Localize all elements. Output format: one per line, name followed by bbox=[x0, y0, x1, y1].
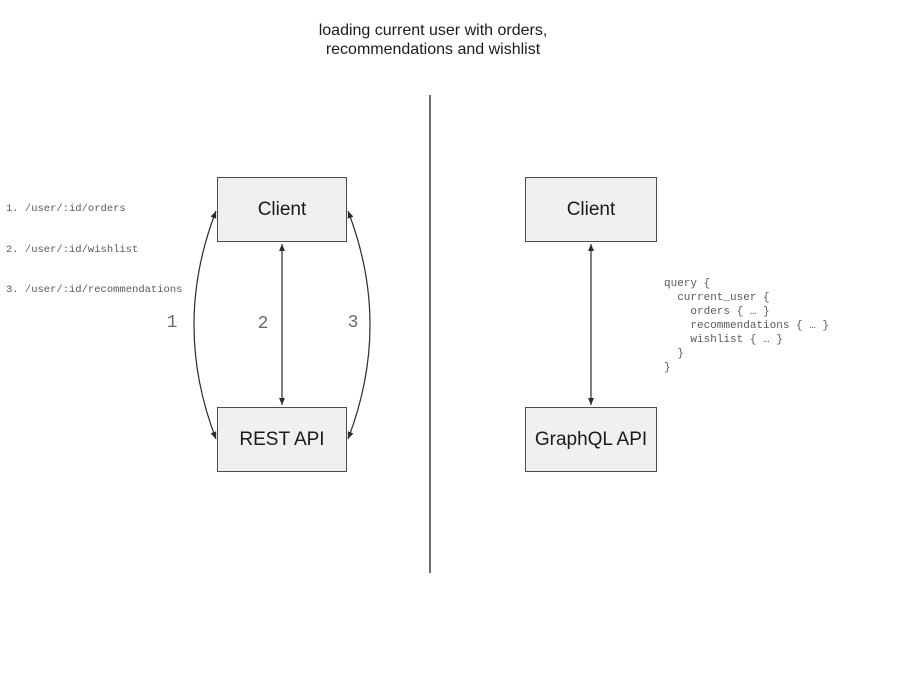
graphql-query-code: query { current_user { orders { … } reco… bbox=[664, 278, 830, 374]
panel-divider-line bbox=[429, 95, 431, 573]
rest-arrow-3-curve bbox=[347, 210, 371, 440]
graphql-api-label: GraphQL API bbox=[534, 428, 648, 450]
diagram-title: loading current user with orders, recomm… bbox=[183, 21, 683, 59]
rest-endpoint-orders: 1. /user/:id/orders bbox=[6, 203, 126, 215]
graphql-client-box: Client bbox=[525, 177, 657, 242]
arrow-label-3: 3 bbox=[347, 313, 359, 333]
diagram-title-line2: recommendations and wishlist bbox=[325, 41, 541, 58]
rest-arrow-1-curve bbox=[193, 210, 217, 440]
arrow-label-2: 2 bbox=[257, 314, 269, 334]
rest-endpoint-recommendations: 3. /user/:id/recommendations bbox=[6, 284, 183, 296]
rest-client-box: Client bbox=[217, 177, 347, 242]
graphql-api-box: GraphQL API bbox=[525, 407, 657, 472]
arrow-label-1: 1 bbox=[166, 313, 178, 333]
diagram-title-line1: loading current user with orders, bbox=[318, 22, 548, 39]
rest-api-box: REST API bbox=[217, 407, 347, 472]
rest-endpoint-wishlist: 2. /user/:id/wishlist bbox=[6, 243, 139, 256]
graphql-client-label: Client bbox=[566, 198, 616, 220]
rest-client-label: Client bbox=[257, 198, 307, 220]
rest-endpoints-list: 1. /user/:id/orders 2. /user/:id/wishlis… bbox=[6, 176, 182, 325]
rest-api-label: REST API bbox=[239, 428, 325, 450]
